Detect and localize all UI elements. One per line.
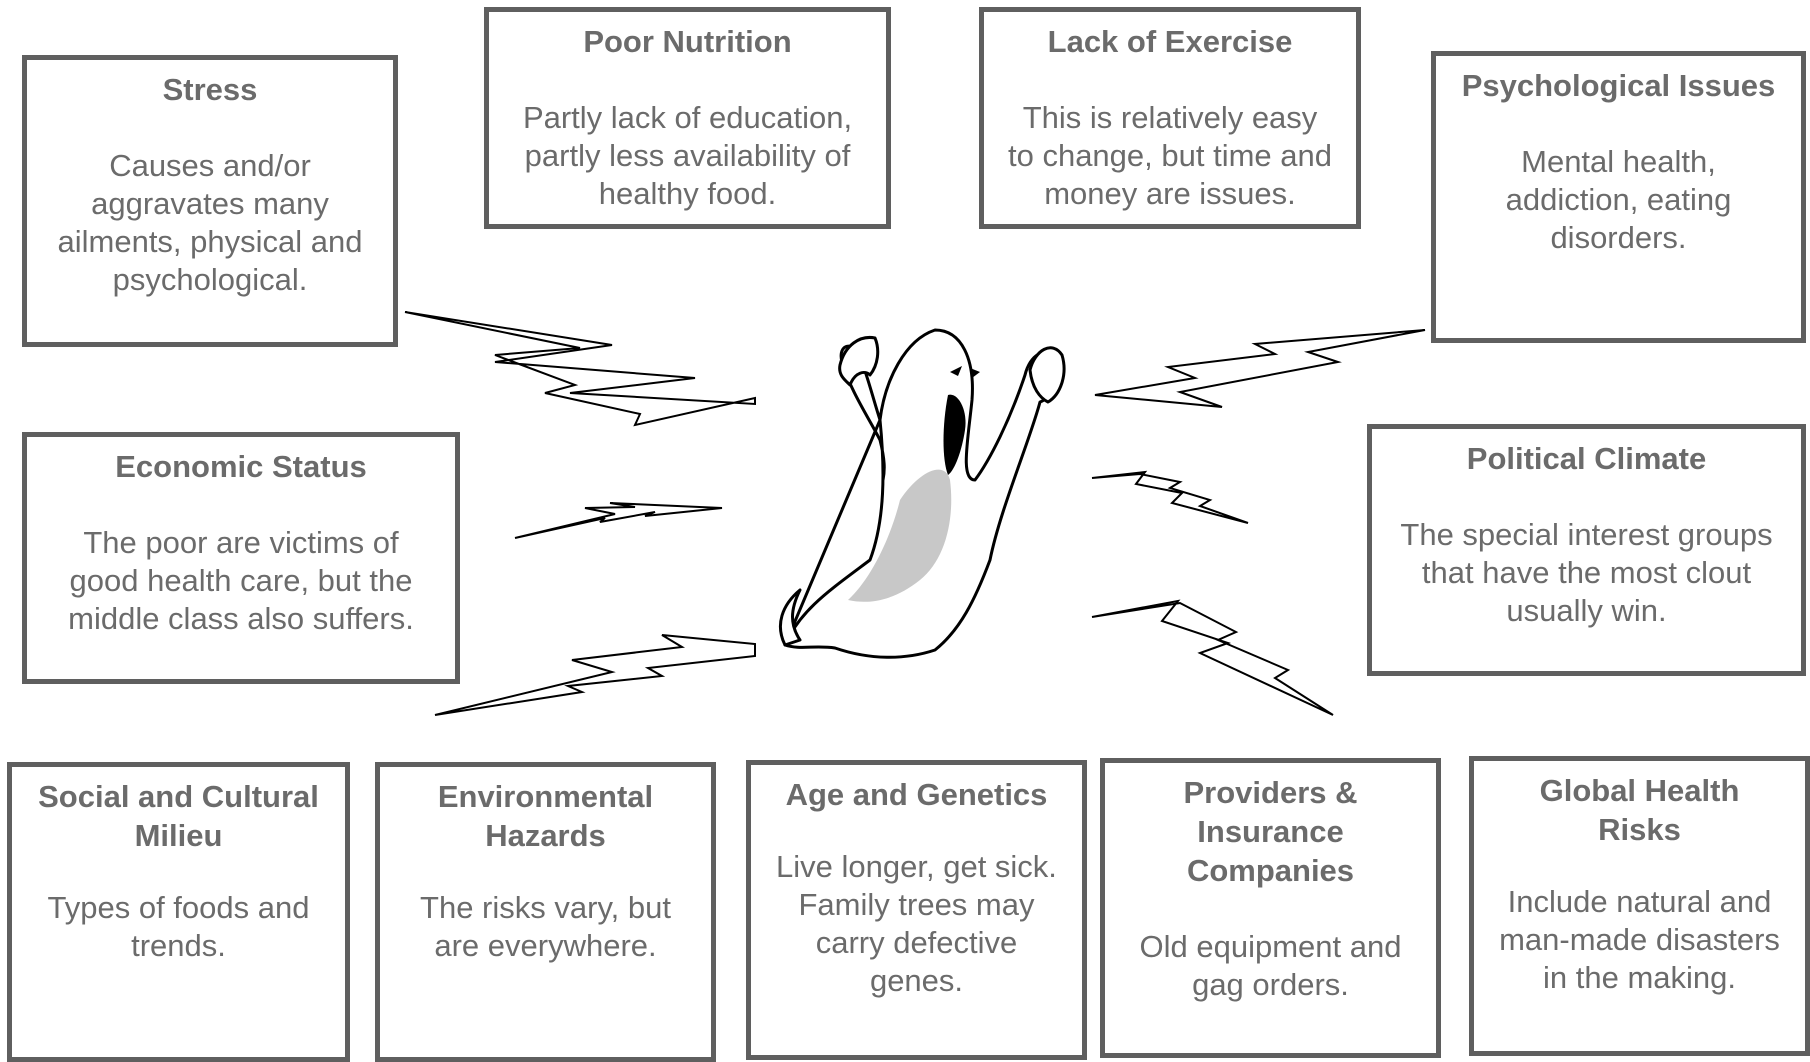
box-providers-insurance: Providers & Insurance Companies Old equi… <box>1100 758 1441 1058</box>
lightning-bolt-icon <box>434 634 756 716</box>
box-title: Economic Status <box>115 449 367 484</box>
box-body: The risks vary, but are everywhere. <box>420 890 671 963</box>
box-economic-status: Economic Status The poor are victims of … <box>22 432 460 684</box>
box-title: Psychological Issues <box>1461 68 1776 103</box>
lightning-bolt-icon <box>1091 599 1334 716</box>
box-body: Partly lack of education, partly less av… <box>522 100 853 211</box>
box-title: Providers & Insurance Companies <box>1183 775 1358 888</box>
box-title: Global Health Risks <box>1539 773 1740 847</box>
box-poor-nutrition: Poor Nutrition Partly lack of education,… <box>484 7 891 229</box>
box-body: The special interest groups that have th… <box>1400 517 1773 628</box>
ghost-icon <box>778 328 1066 659</box>
box-title: Stress <box>162 72 258 107</box>
box-body: Live longer, get sick. Family trees may … <box>776 849 1057 998</box>
box-title: Environmental Hazards <box>437 779 654 853</box>
box-global-health: Global Health Risks Include natural and … <box>1469 756 1810 1056</box>
box-body: The poor are victims of good health care… <box>68 525 414 636</box>
box-body: Causes and/or aggravates many ailments, … <box>57 148 363 297</box>
box-title: Age and Genetics <box>785 777 1048 812</box>
box-political-climate: Political Climate The special interest g… <box>1367 424 1806 676</box>
box-social-cultural: Social and Cultural Milieu Types of food… <box>7 762 350 1062</box>
box-title: Social and Cultural Milieu <box>38 779 319 853</box>
box-body: Mental health, addiction, eating disorde… <box>1505 144 1732 255</box>
box-psychological-issues: Psychological Issues Mental health, addi… <box>1431 51 1806 343</box>
box-lack-of-exercise: Lack of Exercise This is relatively easy… <box>979 7 1361 229</box>
box-stress: Stress Causes and/or aggravates many ail… <box>22 55 398 347</box>
lightning-bolt-icon <box>1091 470 1249 524</box>
box-body: Types of foods and trends. <box>47 890 310 963</box>
box-body: Include natural and man-made disasters i… <box>1499 884 1780 995</box>
lightning-bolt-icon <box>514 502 723 539</box>
box-environmental-hazards: Environmental Hazards The risks vary, bu… <box>375 762 716 1062</box>
box-age-genetics: Age and Genetics Live longer, get sick. … <box>746 760 1087 1060</box>
box-title: Political Climate <box>1466 441 1707 476</box>
box-body: This is relatively easy to change, but t… <box>1007 100 1332 211</box>
box-title: Lack of Exercise <box>1047 24 1293 59</box>
box-body: Old equipment and gag orders. <box>1139 929 1402 1002</box>
box-title: Poor Nutrition <box>583 24 792 59</box>
lightning-bolt-icon <box>404 311 756 427</box>
lightning-bolt-icon <box>1094 329 1426 408</box>
